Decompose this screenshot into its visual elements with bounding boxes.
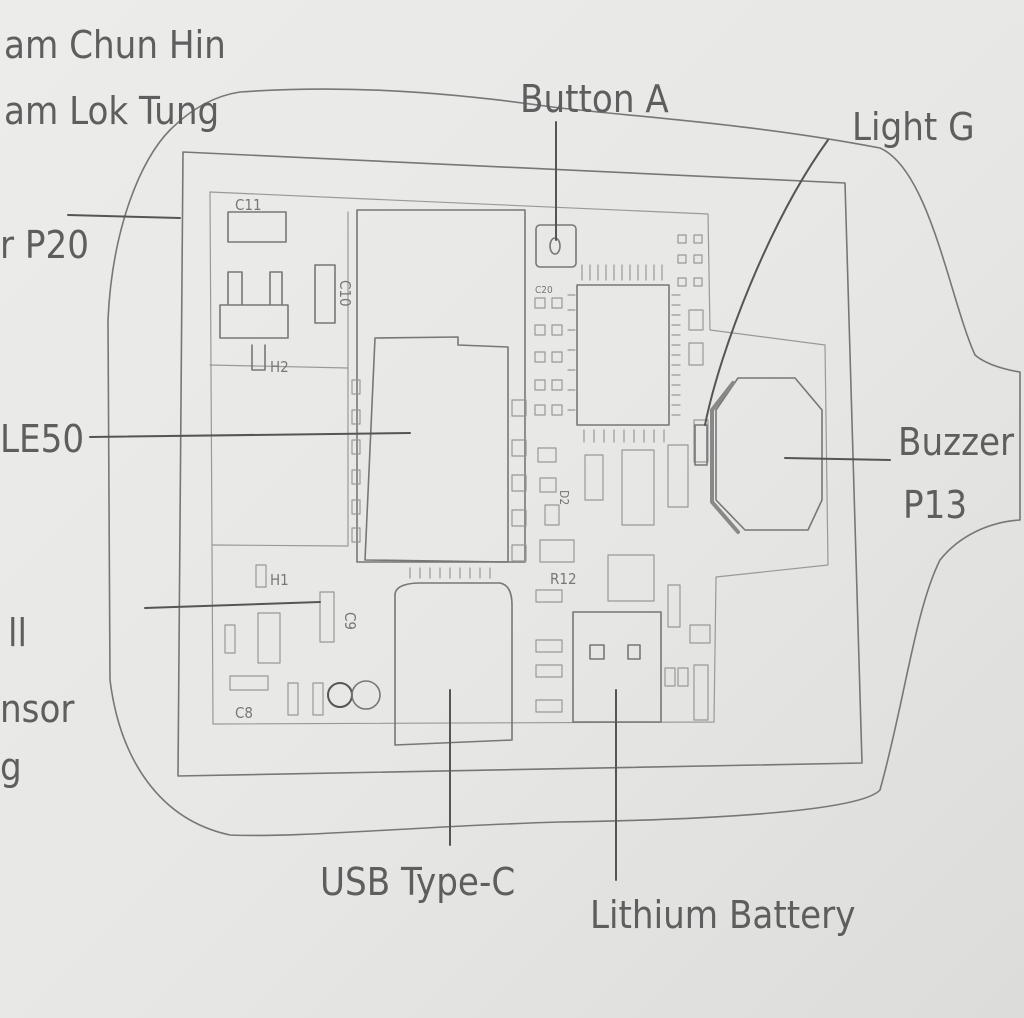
label-button-a: Button A (520, 77, 669, 121)
device-outline (107, 88, 1021, 837)
buzzer-outline (715, 377, 823, 531)
mark-h2: H2 (270, 358, 289, 376)
mcu-chip (576, 284, 670, 426)
callout-lines (67, 121, 891, 881)
mark-c11: C11 (235, 196, 262, 214)
module-pads (351, 379, 527, 562)
mark-c10: C10 (336, 280, 354, 307)
usb-type-c-connector (394, 582, 513, 746)
left-block-top (209, 211, 349, 369)
board-outline (177, 151, 863, 777)
battery-pad-2 (627, 644, 641, 660)
name-line-2: am Lok Tung (4, 89, 219, 133)
name-line-1: am Chun Hin (4, 23, 226, 67)
mount-hole-2 (351, 680, 381, 710)
mark-c20: C20 (535, 285, 553, 296)
label-light-g: Light G (852, 105, 975, 149)
mark-h1: H1 (270, 571, 289, 589)
label-buzzer-pin: P13 (903, 483, 967, 527)
battery-pad-1 (589, 644, 605, 660)
label-fragment-2: nsor (0, 687, 75, 731)
regulator-part (219, 271, 289, 371)
mark-c9: C9 (341, 612, 359, 630)
component-area (209, 191, 829, 725)
left-block-mid (212, 367, 349, 547)
mark-c8: C8 (235, 704, 253, 722)
c11-part (227, 211, 287, 243)
label-fragment-3: g (0, 745, 22, 789)
usb-pins (409, 567, 491, 579)
label-buzzer: Buzzer (898, 420, 1015, 464)
module-chip (364, 336, 509, 563)
label-p20: r P20 (0, 223, 89, 267)
label-lithium-battery: Lithium Battery (590, 893, 855, 937)
button-a-circle (549, 237, 561, 255)
passive-components (224, 234, 711, 721)
buzzer-shade (710, 381, 740, 534)
mark-r12: R12 (550, 570, 577, 588)
mcu-pins (567, 264, 681, 443)
module-outline (356, 209, 526, 563)
label-fragment-1: ll (8, 611, 27, 655)
label-module: LE50 (0, 417, 84, 461)
mount-hole-1 (327, 682, 353, 708)
light-g-led (694, 424, 708, 466)
mark-d2: D2 (557, 490, 571, 505)
c10-part (314, 264, 336, 324)
label-usb-type-c: USB Type-C (320, 860, 515, 904)
